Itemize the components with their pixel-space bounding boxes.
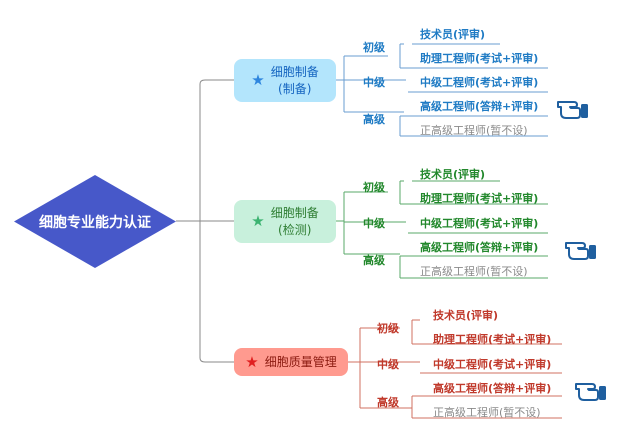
- level-junior: 初级: [363, 41, 385, 54]
- level-junior: 初级: [363, 181, 385, 194]
- star-icon: ★: [245, 352, 259, 371]
- leaf-assistant-engineer: 助理工程师(考试+评审): [420, 52, 539, 65]
- level-middle: 中级: [363, 217, 385, 230]
- root-node-label: 细胞专业能力认证: [39, 214, 151, 231]
- category-subtitle: (制备): [278, 81, 312, 96]
- level-senior: 高级: [363, 254, 385, 267]
- leaf-senior-engineer: 高级工程师(答辩+评审): [433, 382, 552, 395]
- category-title: 细胞制备: [270, 205, 319, 220]
- category-node-preparation[interactable]: ★ 细胞制备 (制备): [234, 59, 336, 102]
- level-senior: 高级: [363, 113, 385, 126]
- pointing-hand-icon: [565, 242, 596, 260]
- leaf-assistant-engineer: 助理工程师(考试+评审): [420, 192, 539, 205]
- leaf-senior-engineer: 高级工程师(答辩+评审): [420, 100, 539, 113]
- leaf-intermediate-engineer: 中级工程师(考试+评审): [433, 358, 552, 371]
- category-subtitle: (检测): [278, 222, 312, 237]
- leaf-intermediate-engineer: 中级工程师(考试+评审): [420, 217, 539, 230]
- leaf-professor-engineer: 正高级工程师(暂不设): [433, 406, 541, 419]
- star-icon: ★: [251, 71, 265, 89]
- leaf-intermediate-engineer: 中级工程师(考试+评审): [420, 76, 539, 89]
- pointing-hand-icon: [575, 383, 606, 401]
- star-icon: ★: [251, 212, 265, 230]
- leaf-professor-engineer: 正高级工程师(暂不设): [420, 124, 528, 137]
- category-title: 细胞制备: [270, 64, 319, 79]
- leaf-assistant-engineer: 助理工程师(考试+评审): [433, 333, 552, 346]
- leaf-professor-engineer: 正高级工程师(暂不设): [420, 265, 528, 278]
- leaf-technician: 技术员(评审): [433, 309, 499, 322]
- category-node-testing[interactable]: ★ 细胞制备 (检测): [234, 200, 336, 243]
- category-node-quality[interactable]: ★ 细胞质量管理: [234, 348, 348, 376]
- level-middle: 中级: [363, 76, 385, 89]
- leaf-senior-engineer: 高级工程师(答辩+评审): [420, 241, 539, 254]
- level-junior: 初级: [377, 322, 399, 335]
- root-node-shape: [14, 175, 176, 268]
- category-title: 细胞质量管理: [264, 354, 337, 369]
- leaf-technician: 技术员(评审): [420, 168, 486, 181]
- pointing-hand-icon: [557, 101, 588, 119]
- level-senior: 高级: [377, 396, 399, 409]
- level-middle: 中级: [377, 358, 399, 371]
- leaf-technician: 技术员(评审): [420, 28, 486, 41]
